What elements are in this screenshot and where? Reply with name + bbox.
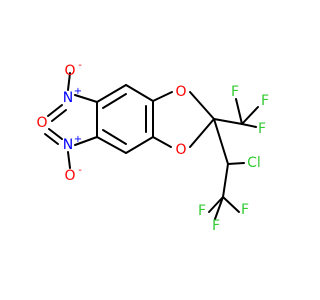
atom-n-top: N	[63, 90, 73, 106]
bond-c-o-top	[152, 91, 173, 102]
bond-ring-5-inner	[102, 129, 127, 145]
bond-cf3b-f-c	[214, 196, 224, 220]
bond-cf3-f-top-right	[241, 106, 259, 125]
atom-n-bottom: N	[63, 137, 73, 153]
bond-ring-1	[96, 84, 127, 103]
atom-f-bottom-b: F	[212, 218, 220, 234]
bond-cf3b-f-a	[222, 196, 240, 213]
charge-n-bottom: +	[74, 134, 82, 145]
atom-o-ring-top: O	[175, 84, 186, 100]
atom-cl: Cl	[247, 155, 261, 171]
atom-o-nitro-top-down: O	[36, 115, 47, 131]
bond-chcl-cf3b	[222, 163, 229, 198]
bond-o-top-c2	[189, 91, 215, 120]
bond-c2-chcl	[213, 118, 229, 165]
atom-o-nitro-bottom-down: O	[64, 168, 75, 184]
bond-cf3-f-right	[241, 123, 257, 128]
bond-ring-4	[125, 136, 154, 154]
bond-c-n-bottom	[74, 136, 98, 146]
bond-n-top-o-down-double	[51, 109, 67, 122]
bond-c-n-top	[74, 94, 98, 103]
bond-o-bottom-c2	[189, 118, 215, 148]
atom-f-top-right: F	[261, 93, 269, 109]
bond-cf3-f-top	[235, 98, 243, 125]
bond-c-o-bottom	[152, 136, 172, 148]
atom-f-top: F	[231, 84, 239, 100]
atom-f-bottom-a: F	[198, 203, 206, 219]
atom-o-nitro-top-up: O	[64, 63, 75, 79]
atom-o-ring-bottom: O	[175, 142, 186, 158]
bond-n-bottom-o-up	[48, 128, 63, 140]
bond-cf3b-f-b	[208, 196, 224, 213]
bond-chcl-cl	[227, 162, 245, 165]
bond-n-top-o-down	[47, 104, 63, 117]
bond-n-bottom-o-down	[67, 151, 71, 169]
bond-n-top-o-up	[67, 72, 71, 91]
bonds	[44, 72, 259, 220]
atom-f-right: F	[258, 121, 266, 137]
atom-labels: O O N + N + O - O O O - F F F Cl F F F	[36, 60, 269, 234]
bond-ring-5	[96, 136, 127, 154]
bond-n-bottom-o-up-double	[44, 133, 59, 145]
molecule-structure: O O N + N + O - O O O - F F F Cl F F F	[36, 60, 269, 234]
bond-c2-cf3	[213, 118, 243, 125]
charge-o-nitro-top-up: -	[78, 60, 82, 71]
charge-n-top: +	[74, 86, 82, 97]
bond-ring-2	[125, 84, 154, 102]
atom-f-bottom-right: F	[241, 202, 249, 218]
charge-o-nitro-bottom-down: -	[78, 165, 82, 176]
bond-ring-1-inner	[102, 93, 127, 109]
